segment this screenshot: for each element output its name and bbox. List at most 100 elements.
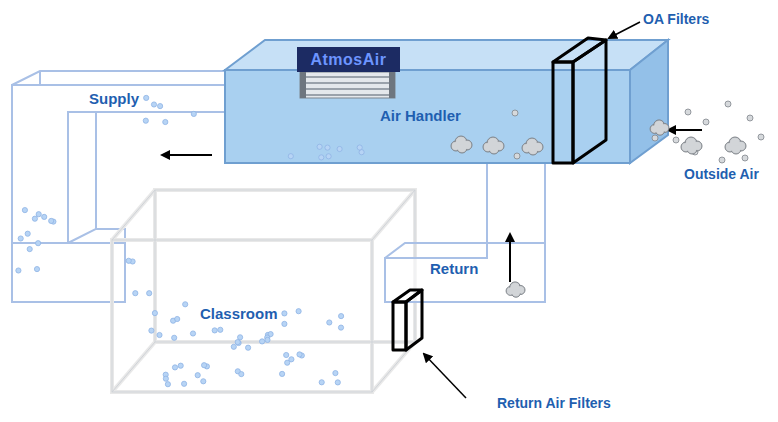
particle-dot bbox=[282, 321, 287, 326]
particle-dot bbox=[182, 381, 187, 386]
return-duct bbox=[385, 163, 545, 302]
particle-dot bbox=[25, 231, 30, 236]
particle-dot bbox=[317, 144, 322, 149]
particle-dot bbox=[338, 325, 343, 330]
node-text: Classroom bbox=[200, 305, 278, 323]
particle-dot bbox=[143, 118, 148, 123]
particle-dot bbox=[18, 236, 23, 241]
particle-dot bbox=[178, 363, 183, 368]
return-duct-box: Return bbox=[386, 252, 486, 300]
dust-cloud bbox=[506, 282, 525, 297]
particle-dot bbox=[151, 102, 156, 107]
particle-dot bbox=[319, 155, 324, 160]
particle-dot bbox=[201, 379, 206, 384]
dust-cloud bbox=[451, 136, 472, 153]
particle-dot bbox=[152, 311, 157, 316]
particle-dot bbox=[512, 110, 518, 116]
particle-dot bbox=[149, 328, 154, 333]
particle-dot bbox=[147, 291, 152, 296]
classroom-box: Classroom bbox=[112, 240, 372, 392]
particle-dot bbox=[22, 208, 27, 213]
particle-dot bbox=[725, 101, 731, 107]
particle-dot bbox=[175, 316, 180, 321]
particle-dot bbox=[319, 380, 324, 385]
particle-dot bbox=[289, 357, 294, 362]
particle-dot bbox=[183, 302, 188, 307]
particle-dot bbox=[246, 345, 251, 350]
dust-cloud bbox=[725, 137, 746, 154]
particle-dot bbox=[195, 373, 200, 378]
particle-dot bbox=[165, 382, 170, 387]
particle-dot bbox=[212, 328, 217, 333]
particle-dot bbox=[719, 157, 725, 163]
particle-dot bbox=[333, 371, 338, 376]
classroom-box bbox=[112, 190, 415, 392]
particle-dot bbox=[288, 154, 293, 159]
callout-label: Return Air Filters bbox=[497, 395, 611, 412]
supply-duct bbox=[12, 71, 225, 302]
particle-dot bbox=[335, 380, 340, 385]
particle-dot bbox=[703, 119, 709, 125]
dust-cloud bbox=[522, 138, 543, 155]
air-handler-unit bbox=[225, 40, 668, 163]
particle-dot bbox=[34, 267, 39, 272]
particle-dot bbox=[673, 137, 679, 143]
node-text: Return bbox=[430, 260, 478, 278]
particle-dot bbox=[163, 119, 168, 124]
particle-dot bbox=[158, 104, 163, 109]
dust-cloud bbox=[483, 137, 504, 154]
particle-dot bbox=[239, 372, 244, 377]
particle-dot bbox=[190, 331, 195, 336]
particle-dot bbox=[16, 268, 21, 273]
particle-dot bbox=[36, 241, 41, 246]
particle-dot bbox=[325, 145, 330, 150]
particle-dot bbox=[36, 212, 41, 217]
node-text: AtmosAir bbox=[310, 51, 386, 69]
leader-line bbox=[424, 354, 466, 398]
particle-dot bbox=[282, 311, 287, 316]
flow-arrow bbox=[668, 129, 702, 131]
ionizer-tubes bbox=[300, 72, 395, 98]
particle-dot bbox=[297, 352, 302, 357]
particle-dot bbox=[172, 335, 177, 340]
air-handler-box: Air HandlerAtmosAir bbox=[225, 70, 630, 163]
particle-dot bbox=[758, 134, 764, 140]
particle-dot bbox=[42, 214, 47, 219]
particle-dot bbox=[172, 365, 177, 370]
particle-dot bbox=[218, 327, 223, 332]
particle-dot bbox=[191, 111, 196, 116]
particle-dot bbox=[157, 332, 162, 337]
node-text: Supply bbox=[89, 90, 139, 108]
ionizer-device: AtmosAir bbox=[297, 47, 400, 72]
flow-arrow bbox=[162, 154, 212, 156]
particle-dot bbox=[265, 337, 270, 342]
particle-dot bbox=[296, 309, 301, 314]
particle-dot bbox=[357, 145, 362, 150]
particle-dot bbox=[231, 344, 236, 349]
particle-dot bbox=[280, 371, 285, 376]
particle-dot bbox=[685, 109, 691, 115]
callout-label: OA Filters bbox=[643, 11, 709, 28]
particle-dot bbox=[202, 363, 207, 368]
particle-dot bbox=[163, 376, 168, 381]
supply-duct-box: Supply bbox=[75, 88, 185, 110]
particle-dot bbox=[514, 153, 520, 159]
return-air-filter bbox=[393, 290, 422, 350]
dust-cloud bbox=[650, 120, 669, 135]
particles bbox=[16, 95, 764, 387]
leader-line bbox=[609, 22, 640, 38]
particle-dot bbox=[742, 155, 748, 161]
particle-dot bbox=[339, 314, 344, 319]
particle-dot bbox=[337, 146, 342, 151]
particle-dot bbox=[235, 340, 240, 345]
particle-dot bbox=[133, 291, 138, 296]
node-text: Air Handler bbox=[380, 107, 461, 125]
particle-dot bbox=[144, 95, 149, 100]
oa-filter bbox=[553, 38, 606, 163]
flow-label: Outside Air bbox=[684, 166, 759, 183]
particle-dot bbox=[284, 352, 289, 357]
dust-cloud bbox=[681, 137, 702, 154]
particle-dot bbox=[260, 339, 265, 344]
particle-dot bbox=[32, 216, 37, 221]
